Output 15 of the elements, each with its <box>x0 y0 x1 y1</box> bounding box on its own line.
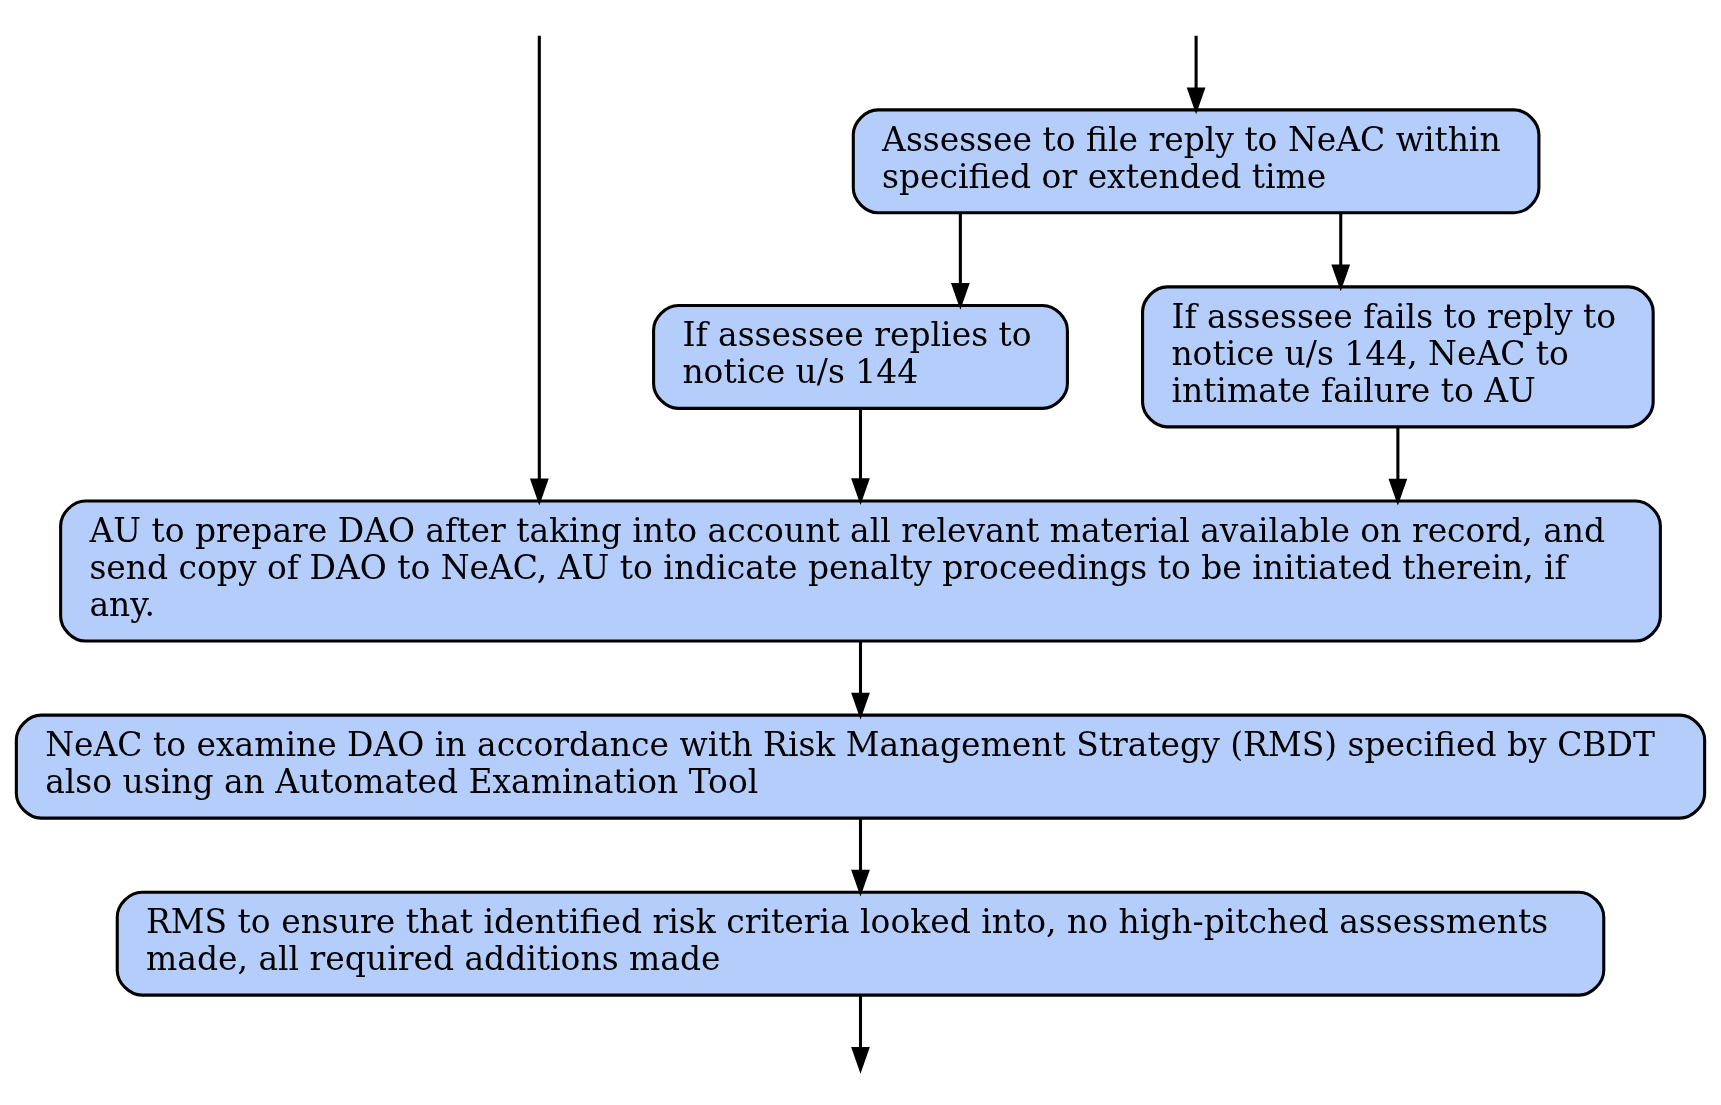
arrow <box>851 818 870 897</box>
node-box: NeAC to examine DAO in accordance with Risk Management Strategy (RMS) specified by CBDT also using an Automated Examination Tool <box>14 713 1707 820</box>
node-box: Assessee to file reply to NeAC within specified or extended time <box>851 108 1541 215</box>
arrow <box>950 213 970 310</box>
arrow <box>529 35 549 506</box>
arrow <box>851 408 870 505</box>
arrow <box>1388 427 1408 506</box>
node-box: If assessee replies to notice u/s 144 <box>652 303 1069 410</box>
arrow <box>1186 35 1206 115</box>
arrow <box>851 641 870 720</box>
node-box: If assessee fails to reply to notice u/s 144, NeAC to intimate failure to AU <box>1141 285 1655 429</box>
node-box: AU to prepare DAO after taking into account all relevant material available on record, and send copy of DAO to NeAC, AU to indicate penalty proceedings to be initiated therein, if any. <box>59 499 1662 643</box>
arrow <box>1331 213 1351 292</box>
node-box: RMS to ensure that identified risk criteria looked into, no high-pitched assessments made, all required additions made <box>115 890 1606 997</box>
arrow <box>851 995 870 1074</box>
